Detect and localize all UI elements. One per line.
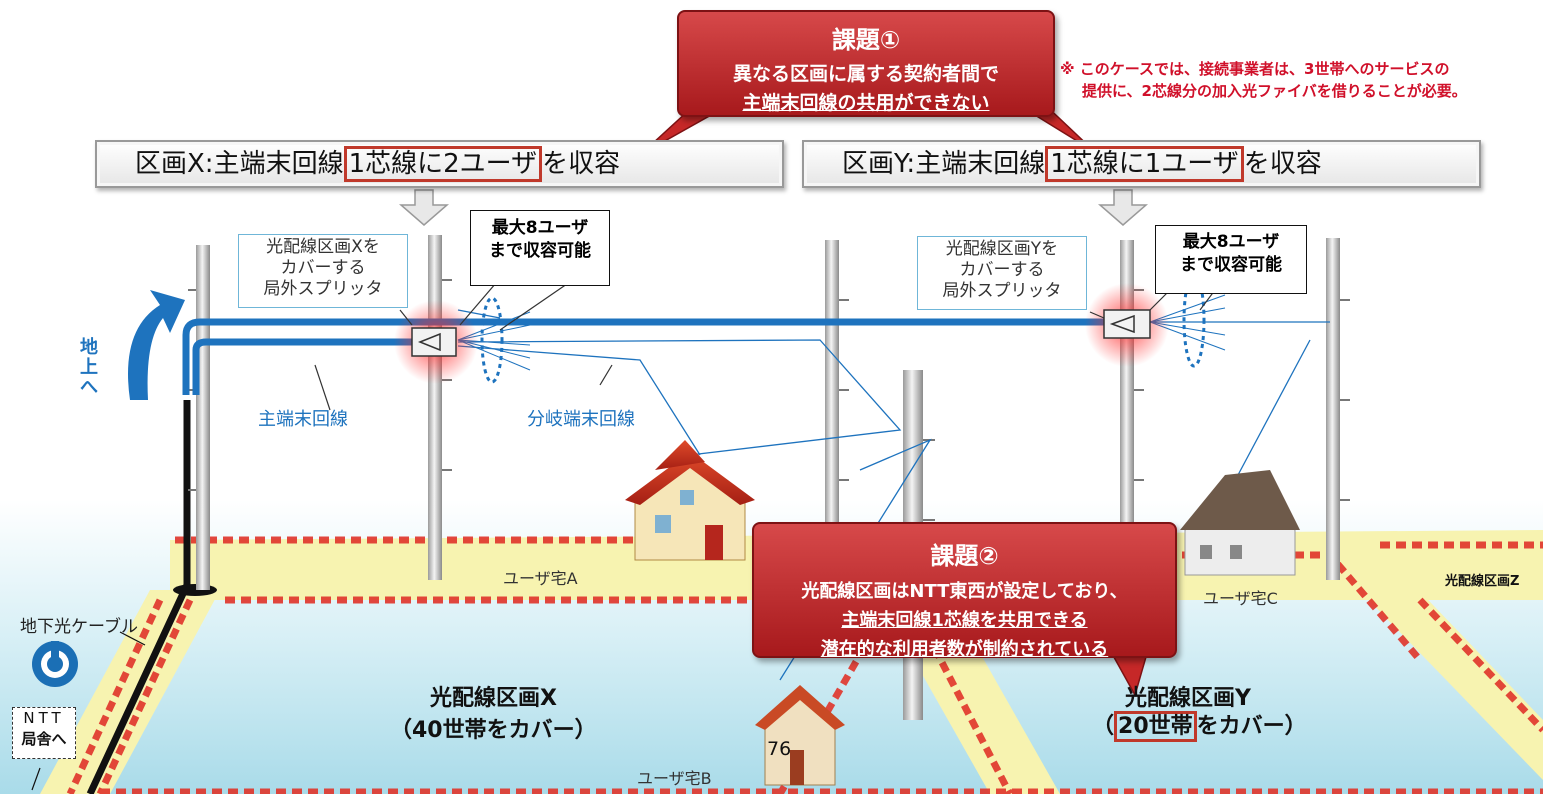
issue2-line3: 潜在的な利用者数が制約されている [820,639,1109,660]
issue2-title: 課題② [930,542,999,570]
banner-arrows [398,189,1149,226]
ntt-line2: 局舎へ [21,730,67,748]
zone-y-cover-rest: をカバー） [1196,714,1307,739]
capacity-y-line2: まで収容可能 [1180,255,1282,275]
user-b-label: ユーザ宅B [637,769,712,788]
house-b-graphic [755,685,845,786]
main-cables [182,318,1110,395]
house-a-graphic [625,440,755,561]
branch-ellipse-x [480,296,504,384]
issue2-line2: 主端末回線1芯線を共用できる [841,610,1088,631]
zone-y-cover-highlight: 20世帯 [1114,711,1197,742]
splitter-label-y: 光配線区画Yを カバーする 局外スプリッタ [917,236,1087,310]
splitter-y-line1: 光配線区画Yを [945,239,1059,259]
banner-y-suffix: を収容 [1243,149,1322,179]
splitter-label-x: 光配線区画Xを カバーする 局外スプリッタ [238,234,408,308]
ntt-logo [32,641,78,687]
user-c-label: ユーザ宅C [1203,589,1278,608]
ntt-arrow [31,767,41,791]
pole-3 [825,240,839,560]
pole-2 [428,235,442,580]
up-arrow [128,290,185,400]
note-line1: ※ このケースでは、接続事業者は、3世帯へのサービスの [1060,60,1450,78]
splitter-x-line2: カバーする [280,258,366,278]
issue2-line1: 光配線区画はNTT東西が設定しており、 [801,581,1128,602]
note-line2: 提供に、2芯線分の加入光ファイバを借りることが必要。 [1082,82,1467,100]
capacity-x-line2: まで収容可能 [489,241,591,261]
main-line-label: 主端末回線 [258,409,348,430]
splitter-box-x [411,327,457,357]
issue1-line2: 主端末回線の共用ができない [742,92,990,114]
splitter-x-line3: 局外スプリッタ [263,279,383,299]
branch-line-label: 分岐端末回線 [527,409,635,430]
splitter-box-y [1103,309,1151,339]
banner-x-prefix: 区画X:主端末回線 [135,149,344,179]
to-ground-label: 地上へ [80,337,98,398]
capacity-note-x: 最大8ユーザ まで収容可能 [470,210,610,286]
issue1-line1: 異なる区画に属する契約者間で [732,63,999,85]
issue2-callout: 課題② 光配線区画はNTT東西が設定しており、 主端末回線1芯線を共用できる 潜… [752,522,1177,660]
zone-y-cover-open: （ [1092,714,1115,739]
manhole [173,584,217,596]
zone-z-label: 光配線区画Z [1445,574,1520,589]
zone-x-cover: （40世帯をカバー） [390,718,597,743]
capacity-note-y: 最大8ユーザ まで収容可能 [1155,225,1307,294]
ntt-office-box: NTT 局舎へ [12,707,76,759]
splitter-y-line3: 局外スプリッタ [942,281,1062,301]
cable-leader [119,631,146,646]
ntt-line1: NTT [23,709,65,727]
issue1-title: 課題① [831,26,901,54]
banner-x-suffix: を収容 [542,149,621,179]
zone-y-name: 光配線区画Y [1125,686,1251,711]
underground-cable-label: 地下光ケーブル [20,617,138,637]
splitter-x-line1: 光配線区画Xを [266,237,380,257]
banner-y-prefix: 区画Y:主端末回線 [842,149,1046,179]
capacity-x-line1: 最大8ユーザ [491,218,589,238]
user-a-label: ユーザ宅A [503,569,578,588]
pole-1 [196,245,210,590]
zone-x-name: 光配線区画X [430,686,557,711]
splitter-y-line2: カバーする [959,260,1045,280]
zone-y-cover: （20世帯をカバー） [1092,708,1307,742]
banner-x-highlight: 1芯線に2ユーザ [343,146,543,182]
house-c-graphic [1180,470,1300,576]
capacity-y-line1: 最大8ユーザ [1182,232,1280,252]
page-number: 76 [767,738,792,760]
banner-y-highlight: 1芯線に1ユーザ [1045,146,1244,182]
issue1-callout: 課題① 異なる区画に属する契約者間で 主端末回線の共用ができない [677,10,1055,117]
pole-6 [1326,238,1340,580]
pole-steps [188,279,1350,521]
